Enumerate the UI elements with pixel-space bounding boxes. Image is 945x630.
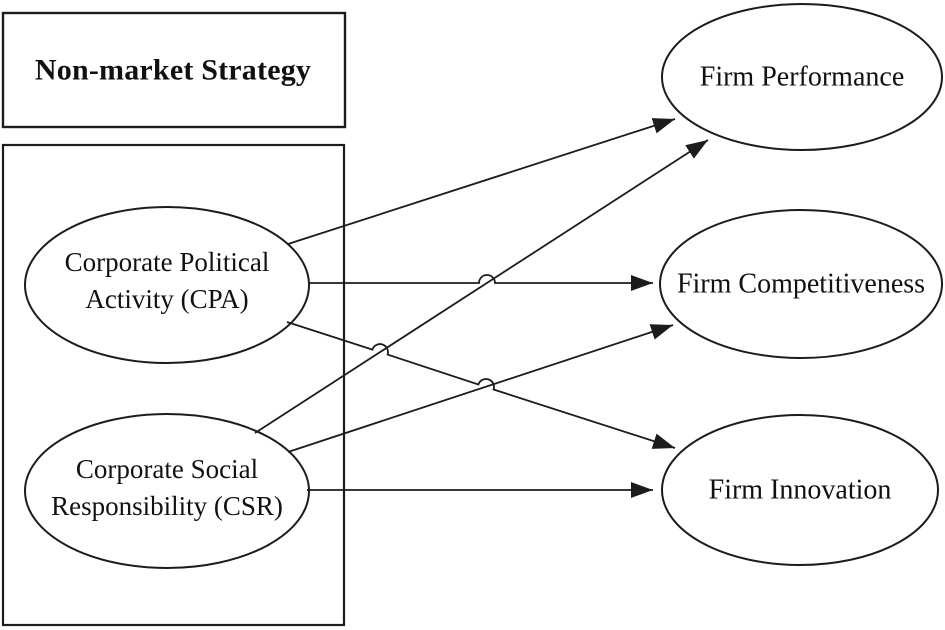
non-market-strategy-title: Non-market Strategy	[34, 53, 312, 87]
csr-node	[24, 413, 310, 569]
cpa-label: Corporate Political Activity (CPA)	[65, 244, 270, 318]
cpa-label-line2: Activity (CPA)	[85, 284, 249, 314]
non-market-strategy-box	[1, 11, 347, 129]
firm-competitiveness-label: Firm Competitiveness	[676, 268, 926, 300]
firm-innovation-node	[661, 414, 939, 566]
edge-cpa-to-innovation	[286, 321, 676, 449]
edge-csr-to-performance	[254, 139, 709, 434]
csr-label-line2: Responsibility (CSR)	[51, 491, 283, 521]
firm-innovation-label: Firm Innovation	[708, 474, 892, 506]
cpa-node	[24, 206, 310, 364]
firm-competitiveness-node	[659, 209, 943, 359]
csr-label: Corporate Social Responsibility (CSR)	[51, 451, 283, 525]
edge-cpa-to-competitiveness	[309, 274, 653, 291]
firm-performance-label: Firm Performance	[699, 61, 905, 93]
csr-label-line1: Corporate Social	[75, 454, 259, 484]
edge-cpa-to-performance	[287, 118, 676, 245]
edge-csr-to-competitiveness	[287, 324, 674, 453]
cpa-label-line1: Corporate Political	[64, 247, 270, 277]
firm-performance-node	[661, 3, 943, 151]
